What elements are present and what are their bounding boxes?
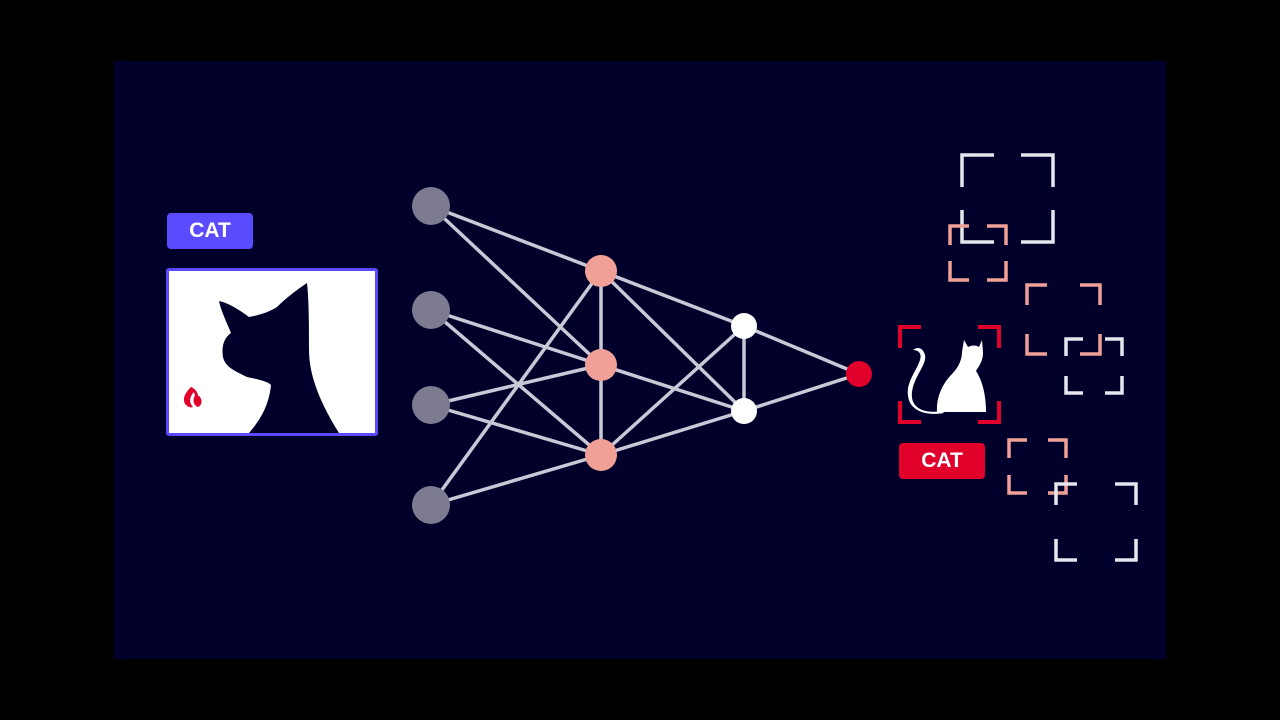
input-node — [412, 486, 450, 524]
edge — [742, 324, 861, 376]
detection-box-pink — [1025, 283, 1102, 356]
edge — [429, 453, 603, 507]
input-label-badge: CAT — [167, 213, 253, 249]
edge — [599, 269, 746, 413]
detection-box-selected — [898, 325, 1001, 424]
cat-silhouette-image — [183, 283, 339, 433]
detection-box-white — [960, 153, 1055, 244]
output-node — [846, 361, 872, 387]
detection-box-pink — [1007, 438, 1068, 495]
input-node — [412, 386, 450, 424]
edge — [429, 308, 603, 367]
input-layer — [412, 187, 450, 524]
flame-logo-icon — [183, 387, 202, 408]
hidden-node — [585, 255, 617, 287]
input-node — [412, 187, 450, 225]
detection-box-pink — [948, 224, 1008, 282]
network-edges — [429, 204, 861, 507]
output-label-badge: CAT — [899, 443, 985, 479]
cat-head-silhouette — [219, 283, 339, 433]
hidden-node — [585, 349, 617, 381]
input-image-card — [166, 268, 378, 436]
hidden-node — [731, 313, 757, 339]
hidden-layer-2 — [731, 313, 757, 424]
hidden-node — [731, 398, 757, 424]
edge — [599, 269, 746, 328]
hidden-layer-1 — [585, 255, 617, 471]
edge — [429, 403, 603, 457]
edge — [429, 363, 603, 407]
edge — [599, 363, 746, 413]
detection-box-white — [1054, 482, 1138, 562]
detection-box-white — [1064, 337, 1124, 395]
detection-boxes — [898, 153, 1138, 562]
edge — [599, 409, 746, 457]
edge — [429, 308, 603, 457]
edge — [429, 204, 603, 273]
edge — [429, 269, 603, 507]
edge — [429, 204, 603, 367]
sitting-cat-icon — [907, 340, 986, 414]
edge — [742, 372, 861, 413]
hidden-node — [585, 439, 617, 471]
input-node — [412, 291, 450, 329]
edge — [599, 324, 746, 457]
